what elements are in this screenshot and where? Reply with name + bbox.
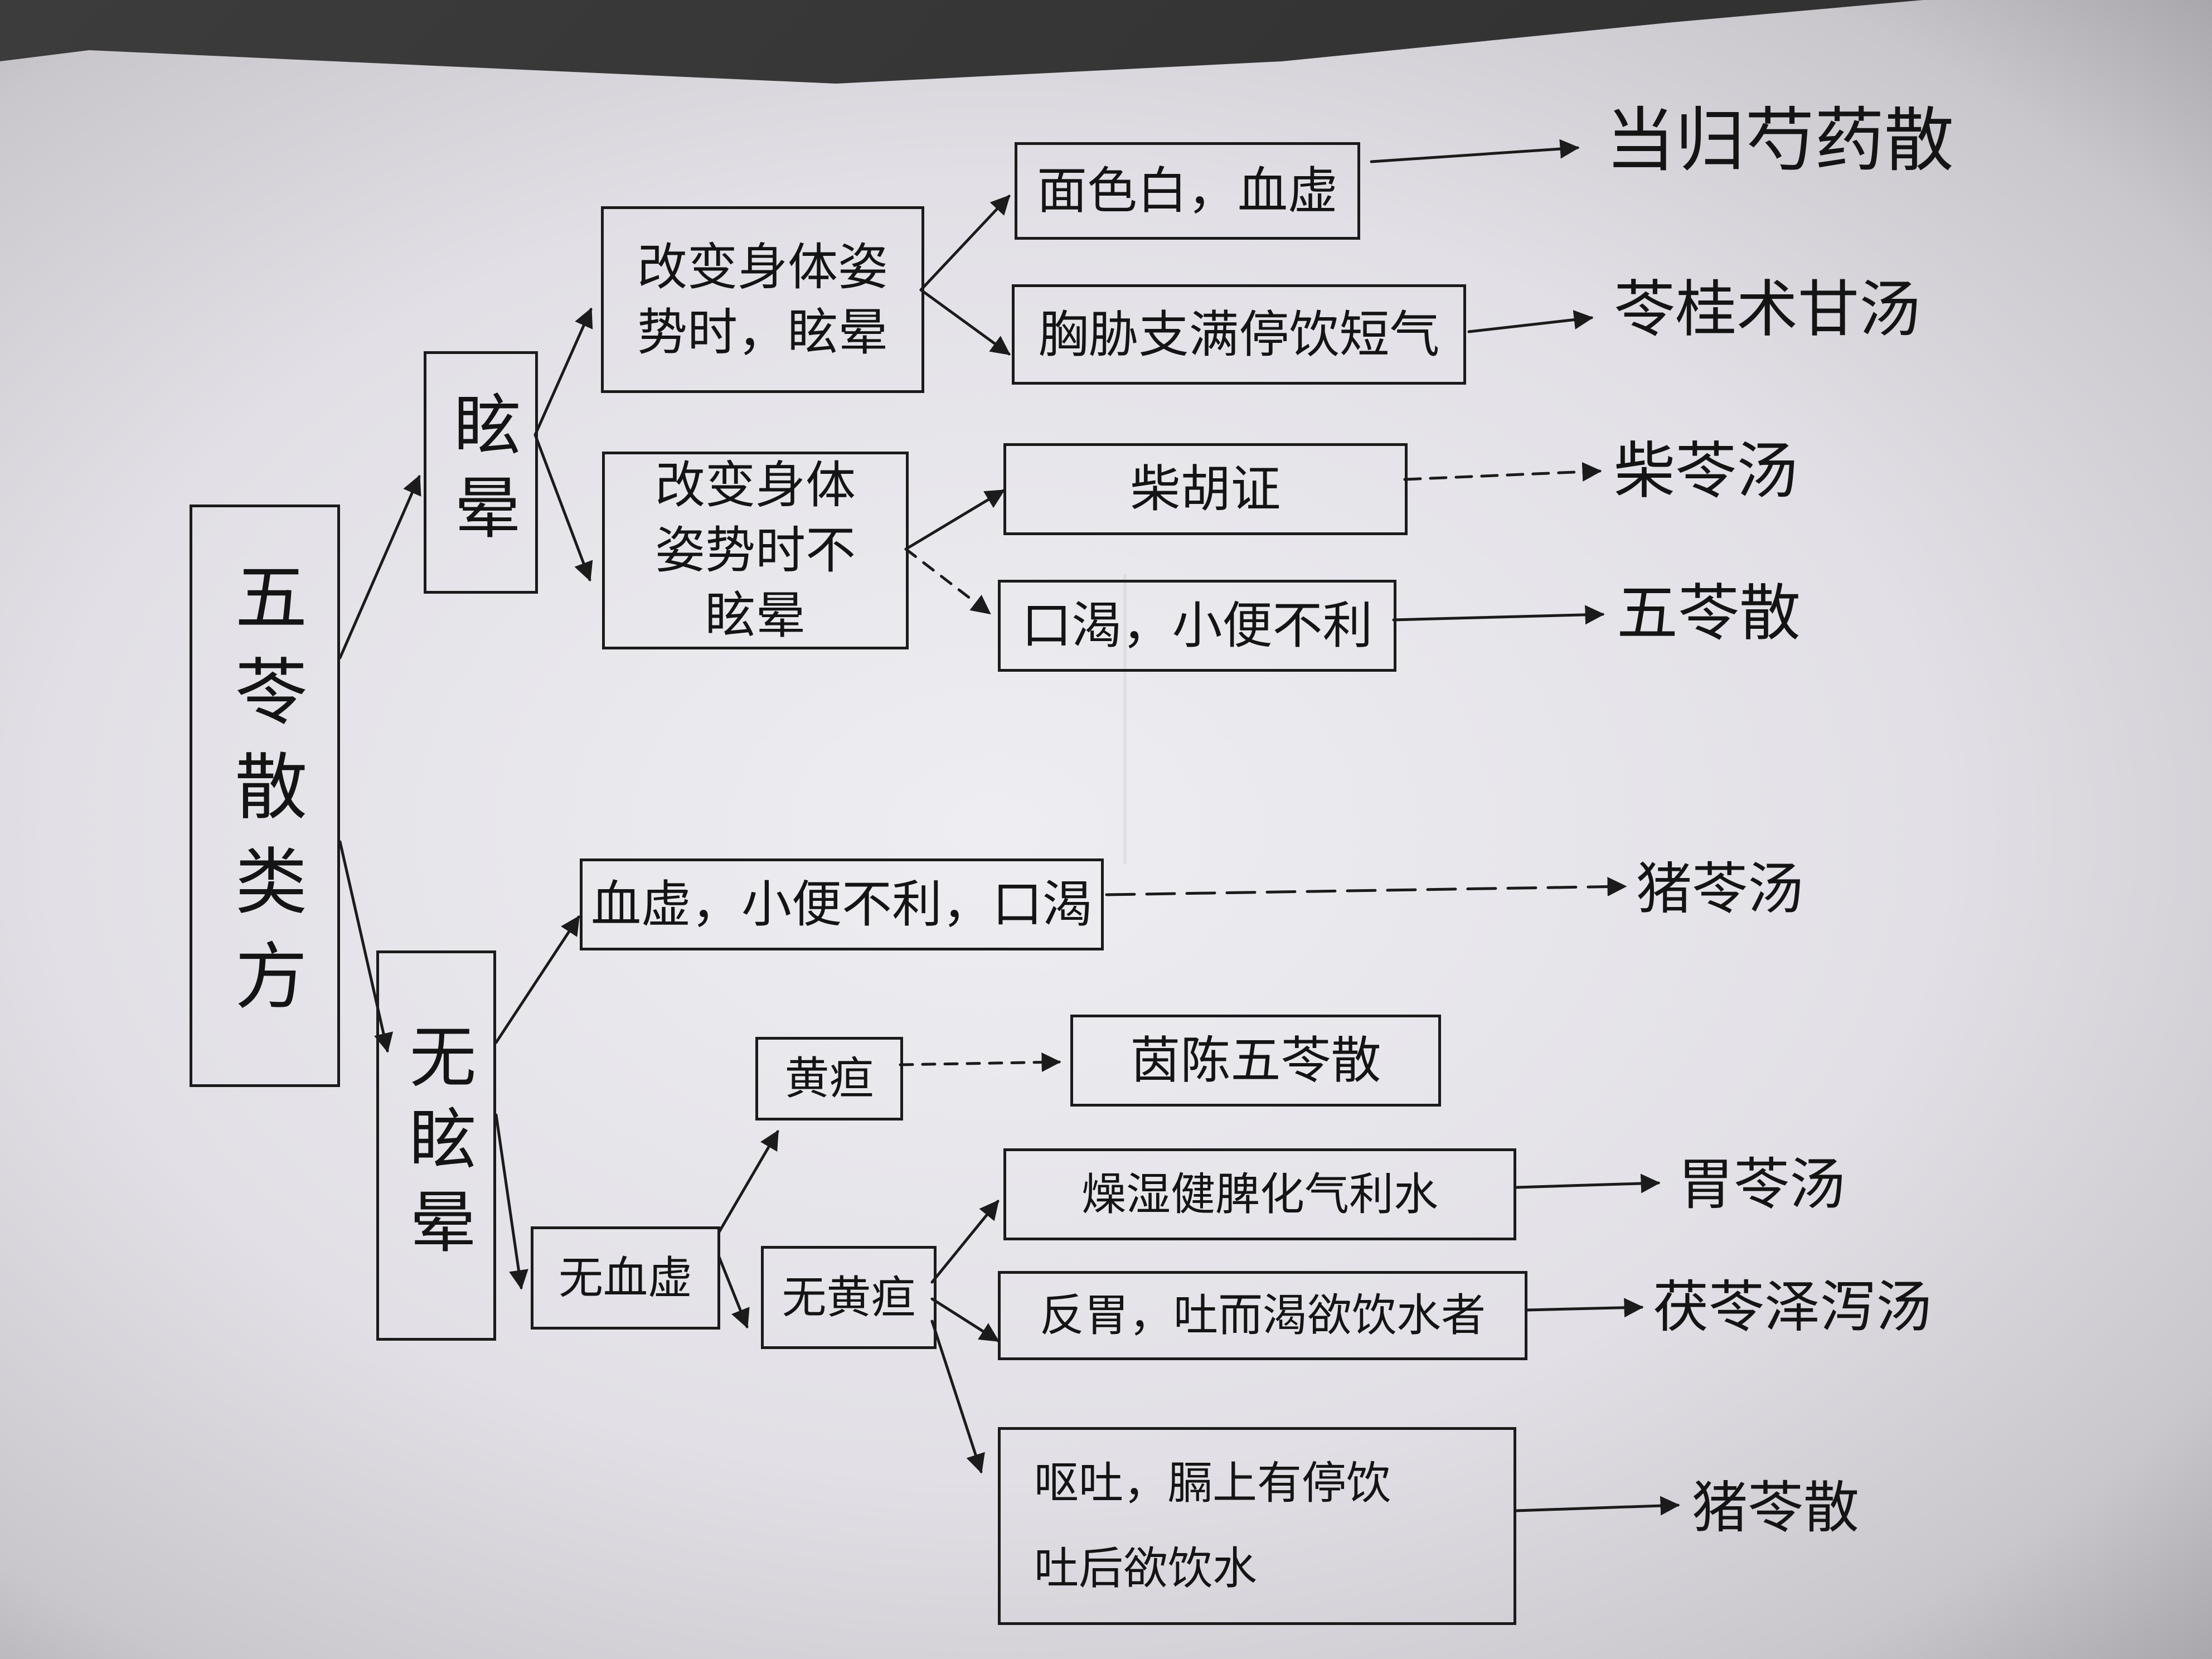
rx-fuling-zexie: 茯苓泽泻汤 <box>1653 1274 1932 1340</box>
no-jaundice-box: 无黄疸 <box>761 1246 937 1349</box>
rx-zhuling-tang: 猪苓汤 <box>1636 856 1803 921</box>
edge-blood-zhuling <box>1105 877 1627 897</box>
edge-root-vertigo <box>338 474 421 659</box>
no-vertigo-box: 无眩晕 <box>376 950 496 1341</box>
rx-wuling: 五苓散 <box>1617 578 1801 649</box>
rx-weiling: 胃苓汤 <box>1678 1152 1845 1217</box>
edge-noblood-nojaundice <box>717 1255 750 1329</box>
vertigo-posture-box: 改变身体姿势时，眩晕 <box>601 206 924 393</box>
edge-nojaundice-damp <box>930 1200 1000 1284</box>
edge-vertigo-posture <box>533 307 593 436</box>
chest-fluid-box: 胸胁支满停饮短气 <box>1012 284 1466 385</box>
rx-danggui: 当归芍药散 <box>1605 100 1954 181</box>
edge-nojaundice-vomit <box>930 1320 985 1474</box>
no-blood-deficit-box: 无血虚 <box>531 1226 720 1330</box>
root-box: 五苓散类方 <box>190 505 340 1087</box>
edge-posture-chest <box>919 288 1011 356</box>
edge-damp-weiling <box>1515 1173 1661 1194</box>
rx-linggui: 苓桂术甘汤 <box>1614 274 1920 345</box>
edge-shaoyang-chailing <box>1403 462 1602 482</box>
edge-noposture-thirst <box>904 547 991 615</box>
edge-pale-danggui <box>1370 139 1580 163</box>
edge-noposture-shaoyang <box>904 489 1006 551</box>
jaundice-box: 黄疸 <box>755 1037 903 1120</box>
vomit-diaphragm-text: 呕吐，膈上有停饮 <box>1034 1457 1391 1510</box>
stomach-vomit-box: 反胃，吐而渴欲饮水者 <box>998 1271 1527 1360</box>
edge-jaundice-yinchen <box>899 1052 1061 1073</box>
dampness-spleen-box: 燥湿健脾化气利水 <box>1003 1148 1516 1240</box>
vomit-drink-box: 呕吐，膈上有停饮 吐后欲饮水 <box>998 1427 1516 1625</box>
edge-stomach-fuling <box>1526 1298 1644 1318</box>
edge-novertigo-noblood <box>494 1113 528 1290</box>
rx-zhuling-san: 猪苓散 <box>1692 1475 1859 1540</box>
blood-deficit-box: 血虚，小便不利，口渴 <box>580 858 1104 950</box>
edge-vertigo-noposture <box>533 433 593 582</box>
vertigo-box: 眩晕 <box>424 351 538 594</box>
paper-fold <box>1123 574 1127 864</box>
pale-face-box: 面色白，血虚 <box>1015 142 1360 240</box>
edge-chest-linggui <box>1467 310 1594 333</box>
thirst-urine-box: 口渴，小便不利 <box>998 580 1396 672</box>
edge-posture-pale <box>919 195 1011 292</box>
vomit-after-text: 吐后欲饮水 <box>1034 1542 1257 1594</box>
no-vertigo-posture-box: 改变身体姿势时不眩晕 <box>602 452 909 649</box>
edge-thirst-wuling <box>1392 605 1605 625</box>
edge-nojaundice-stomach <box>930 1297 1000 1342</box>
edge-novertigo-blood <box>494 915 580 1044</box>
rx-chailing: 柴苓汤 <box>1614 435 1798 507</box>
edge-root-novertigo <box>338 840 394 1053</box>
edge-noblood-jaundice <box>717 1129 779 1234</box>
shaoyang-box: 柴胡证 <box>1003 443 1408 535</box>
yinchen-wuling-box: 茵陈五苓散 <box>1070 1015 1441 1107</box>
edge-vomit-zhulingsan <box>1515 1496 1680 1516</box>
